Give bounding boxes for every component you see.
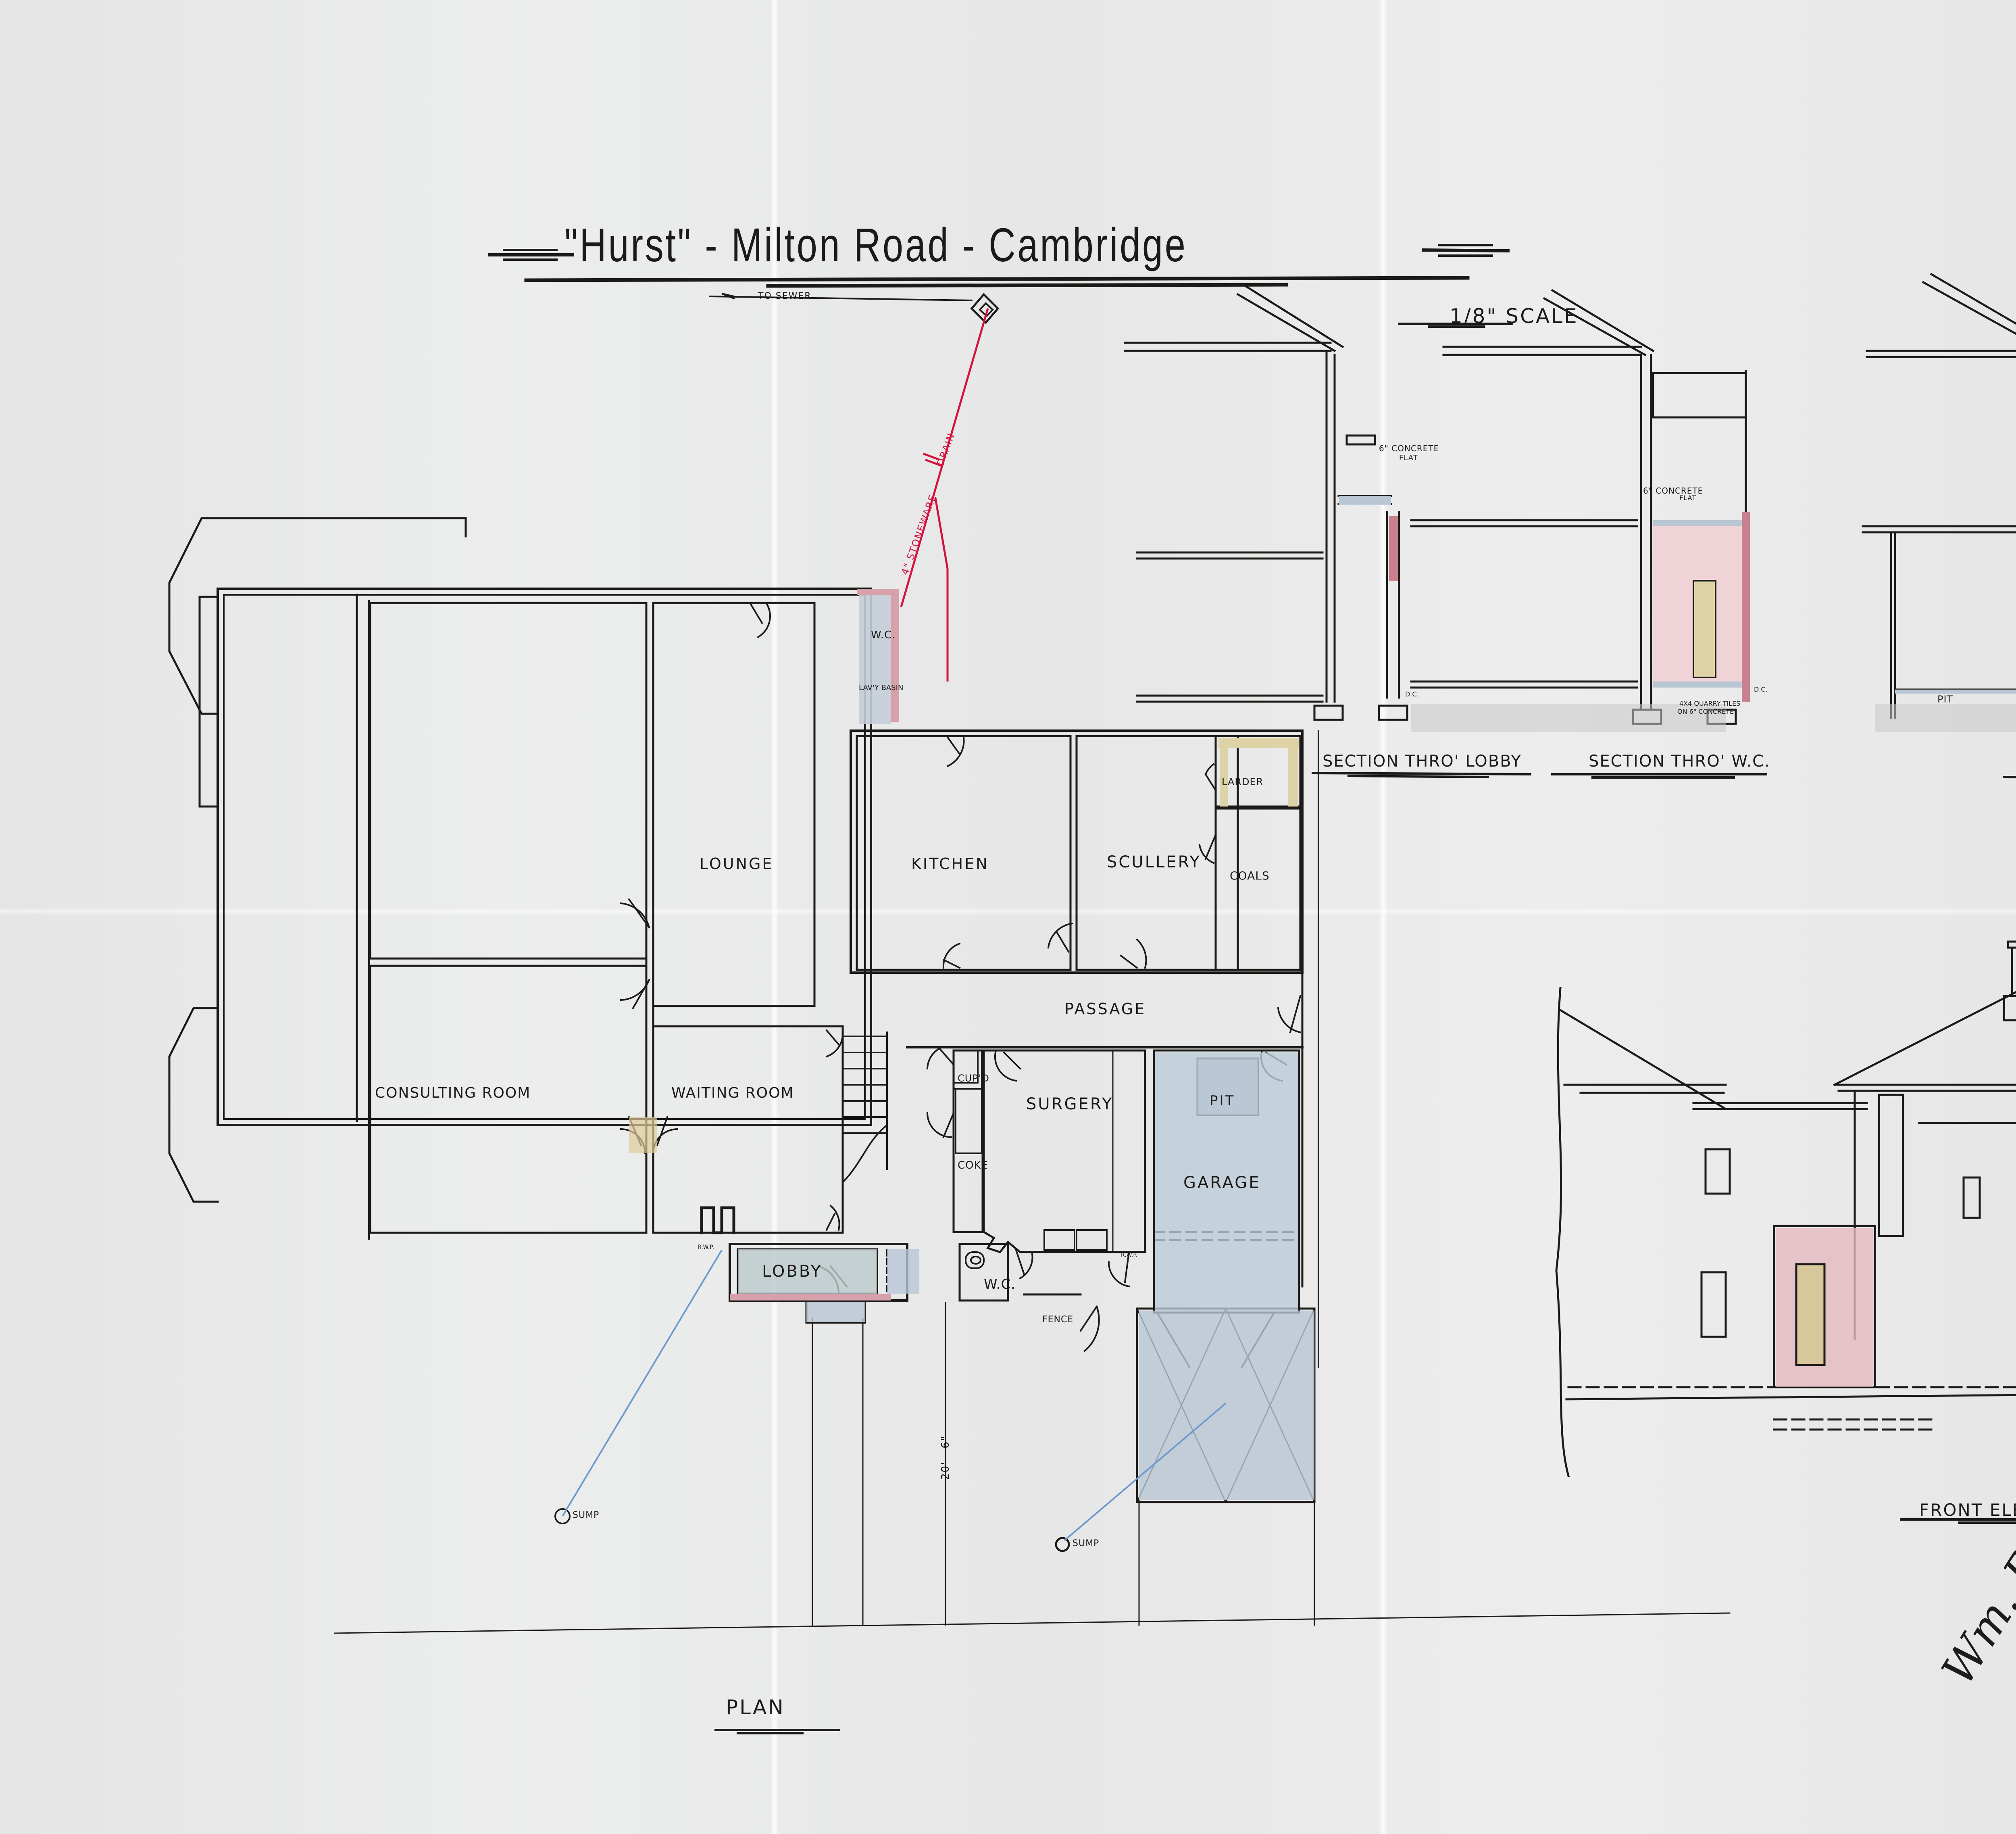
front-elevation-title: Front Elevation [1919, 1500, 2016, 1520]
room-label-consulting-room: Consulting Room [375, 1085, 531, 1101]
section-wc-note: 4x4 Quarry Tiles [1679, 700, 1741, 707]
color-washes [629, 496, 2016, 1500]
section-lobby-note: Flat [1399, 454, 1418, 462]
section-wc-note: D.C. [1754, 686, 1768, 693]
fold-line [770, 0, 779, 1834]
room-label-garage: Garage [1183, 1173, 1261, 1192]
section-lobby-note: D.C. [1405, 690, 1419, 698]
plan-title: Plan [726, 1696, 785, 1719]
drain-lines [900, 308, 989, 681]
room-label-surgery: Surgery [1026, 1095, 1114, 1113]
room-label-waiting-room: Waiting Room [671, 1085, 794, 1101]
fence-label: Fence [1042, 1315, 1074, 1325]
drawing-title: "Hurst" - Milton Road - Cambridge [564, 219, 1187, 272]
section-wc-note: Flat [1679, 494, 1696, 502]
section-garage-note: Pit [1937, 694, 1954, 705]
room-label-coke: Coke [958, 1159, 989, 1171]
room-label-lobby: Lobby [762, 1262, 823, 1281]
section-lobby-title: Section Thro' Lobby [1322, 752, 1522, 771]
room-label-lavy-basin: Lav'y Basin [859, 684, 904, 692]
room-label-scullery: Scullery [1107, 853, 1202, 871]
room-label-wc-upper: W.C. [871, 629, 896, 641]
rwp-label-2: R.W.P. [1121, 1252, 1138, 1259]
room-label-lounge: Lounge [700, 855, 774, 873]
section-lobby-note: 6" Concrete [1379, 444, 1439, 453]
dimension-label: 20' - 6" [939, 1435, 952, 1480]
room-label-coals: Coals [1230, 869, 1270, 882]
room-label-larder: Larder [1222, 776, 1264, 788]
sump-lines [562, 1249, 1227, 1541]
room-label-pit: Pit [1210, 1093, 1235, 1109]
room-label-passage: Passage [1064, 1000, 1146, 1018]
room-label-kitchen: Kitchen [911, 855, 989, 873]
sump-label-2: Sump [1073, 1538, 1100, 1548]
to-sewer-label: To Sewer [758, 291, 812, 301]
sump-label-1: Sump [573, 1510, 600, 1520]
fold-line [0, 907, 2016, 915]
rwp-label-1: R.W.P. [698, 1244, 714, 1250]
section-wc-note: 6" Concrete [1643, 486, 1704, 496]
room-label-cupboard: Cup'd [958, 1073, 989, 1084]
fold-line [1379, 0, 1388, 1834]
scale-label: 1/8" Scale [1450, 304, 1579, 328]
section-wc-note: on 6" Concrete [1677, 708, 1734, 715]
section-wc-title: Section Thro' W.C. [1589, 752, 1770, 771]
room-label-wc-ground: W.C. [984, 1276, 1016, 1292]
